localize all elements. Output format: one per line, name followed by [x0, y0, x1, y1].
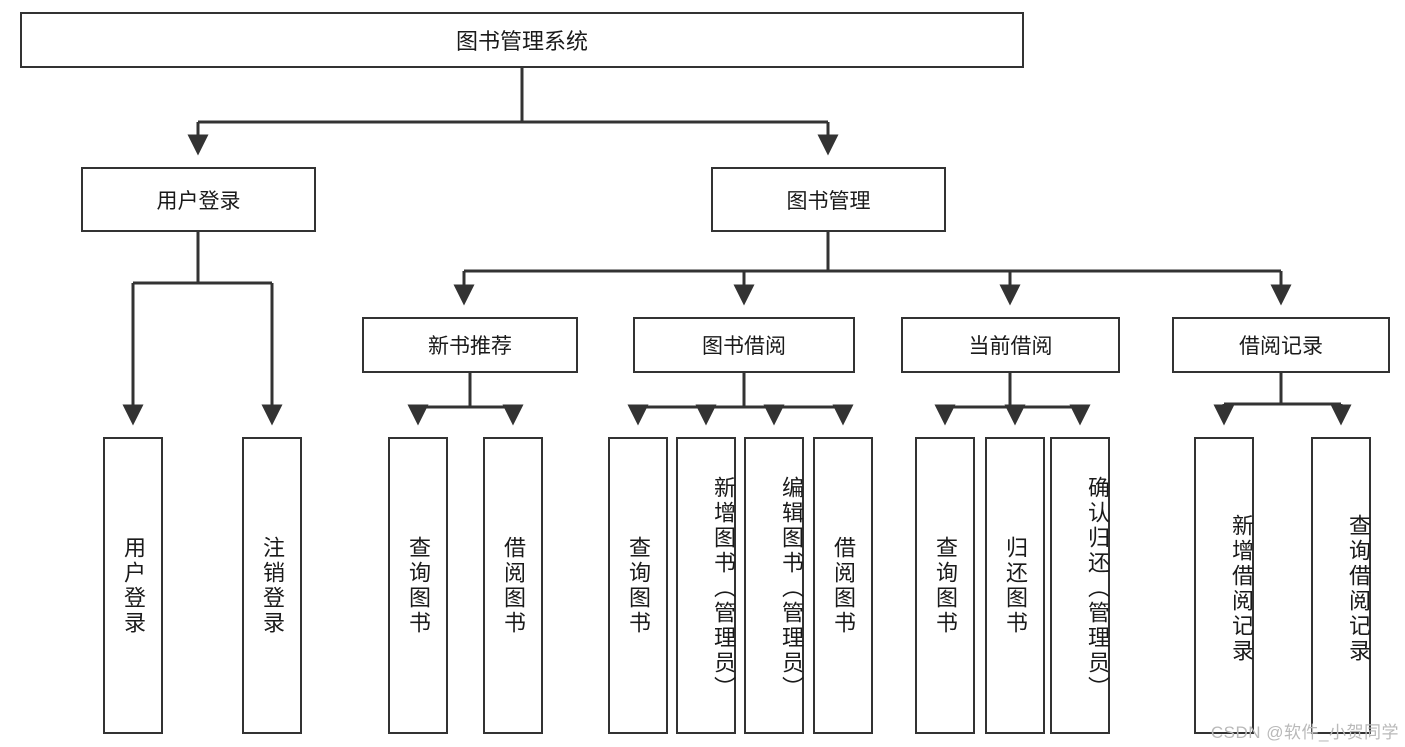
node-leaf-3[interactable]: 查询图书 — [388, 437, 448, 734]
node-submodule-3[interactable]: 当前借阅 — [901, 317, 1120, 373]
node-leaf-13[interactable]: 查询借阅记录 — [1311, 437, 1371, 734]
node-leaf-5[interactable]: 查询图书 — [608, 437, 668, 734]
node-leaf-7[interactable]: 编辑图书（管理员） — [744, 437, 804, 734]
node-leaf-4[interactable]: 借阅图书 — [483, 437, 543, 734]
node-submodule-1[interactable]: 新书推荐 — [362, 317, 578, 373]
node-label: 新书推荐 — [428, 335, 512, 358]
node-leaf-12[interactable]: 新增借阅记录 — [1194, 437, 1254, 734]
node-label: 查询图书 — [406, 535, 431, 636]
node-label: 查询图书 — [626, 535, 651, 636]
node-leaf-10[interactable]: 归还图书 — [985, 437, 1045, 734]
node-label: 借阅图书 — [831, 535, 856, 636]
node-label: 借阅记录 — [1239, 335, 1323, 358]
node-label: 当前借阅 — [968, 335, 1053, 358]
node-label: 查询图书 — [933, 535, 958, 636]
node-label: 借阅图书 — [501, 535, 526, 636]
node-module-1[interactable]: 用户登录 — [81, 167, 316, 232]
node-root-system[interactable]: 图书管理系统 — [20, 12, 1024, 68]
node-label: 图书管理系统 — [455, 29, 588, 54]
node-label: 编辑图书（管理员） — [779, 476, 804, 701]
node-label: 用户登录 — [156, 189, 241, 213]
node-leaf-8[interactable]: 借阅图书 — [813, 437, 873, 734]
node-leaf-6[interactable]: 新增图书（管理员） — [676, 437, 736, 734]
node-label: 注销登录 — [260, 535, 285, 636]
node-label: 新增借阅记录 — [1229, 513, 1254, 664]
node-leaf-2[interactable]: 注销登录 — [242, 437, 302, 734]
node-label: 归还图书 — [1003, 535, 1028, 636]
node-label: 图书借阅 — [702, 335, 786, 358]
node-module-2[interactable]: 图书管理 — [711, 167, 946, 232]
node-label: 新增图书（管理员） — [711, 476, 736, 701]
node-leaf-11[interactable]: 确认归还（管理员） — [1050, 437, 1110, 734]
node-submodule-2[interactable]: 图书借阅 — [633, 317, 855, 373]
node-leaf-9[interactable]: 查询图书 — [915, 437, 975, 734]
node-label: 查询借阅记录 — [1346, 513, 1371, 664]
node-label: 图书管理 — [786, 189, 871, 213]
node-label: 确认归还（管理员） — [1085, 476, 1110, 701]
node-submodule-4[interactable]: 借阅记录 — [1172, 317, 1390, 373]
node-label: 用户登录 — [121, 535, 146, 636]
node-leaf-1[interactable]: 用户登录 — [103, 437, 163, 734]
